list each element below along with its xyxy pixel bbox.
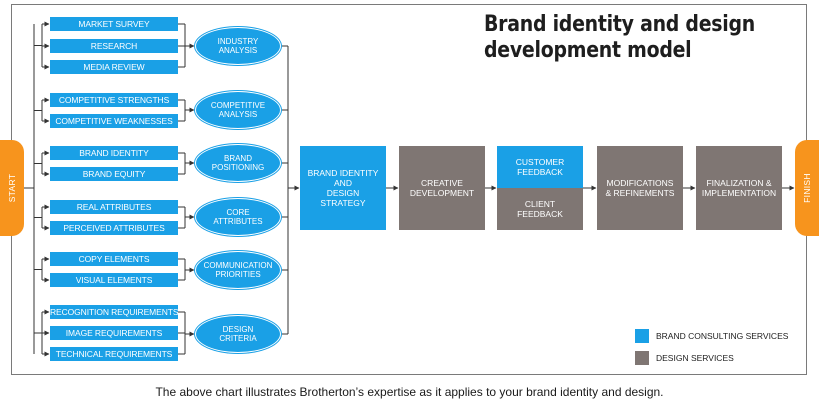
ellipse-core-attributes: CORE ATTRIBUTES xyxy=(195,198,281,236)
start-pill: START xyxy=(0,140,24,236)
caption: The above chart illustrates Brotherton’s… xyxy=(155,385,664,399)
input-box-image-requirements: IMAGE REQUIREMENTS xyxy=(50,326,178,340)
stage-customer-feedback: CUSTOMER FEEDBACK xyxy=(497,146,583,188)
ellipse-communication-priorities: COMMUNICATION PRIORITIES xyxy=(195,251,281,289)
input-box-real-attributes: REAL ATTRIBUTES xyxy=(50,200,178,214)
input-box-visual-elements: VISUAL ELEMENTS xyxy=(50,273,178,287)
input-box-brand-identity: BRAND IDENTITY xyxy=(50,146,178,160)
legend-swatch-design xyxy=(635,351,649,365)
ellipse-competitive-analysis: COMPETITIVE ANALYSIS xyxy=(195,91,281,129)
finish-label: FINISH xyxy=(802,173,812,203)
input-box-competitive-strengths: COMPETITIVE STRENGTHS xyxy=(50,93,178,107)
stage-finalization-implementation: FINALIZATION & IMPLEMENTATION xyxy=(696,146,782,230)
legend-label-consulting: BRAND CONSULTING SERVICES xyxy=(656,331,789,341)
legend-swatch-consulting xyxy=(635,329,649,343)
diagram-title-line-1: Brand identity and design xyxy=(484,12,756,37)
stage-modifications-refinements: MODIFICATIONS & REFINEMENTS xyxy=(597,146,683,230)
input-box-brand-equity: BRAND EQUITY xyxy=(50,167,178,181)
input-box-competitive-weaknesses: COMPETITIVE WEAKNESSES xyxy=(50,114,178,128)
stage-client-feedback: CLIENT FEEDBACK xyxy=(497,188,583,230)
input-box-recognition-requirements: RECOGNITION REQUIREMENTS xyxy=(50,305,178,319)
input-box-copy-elements: COPY ELEMENTS xyxy=(50,252,178,266)
finish-pill: FINISH xyxy=(795,140,819,236)
input-box-media-review: MEDIA REVIEW xyxy=(50,60,178,74)
legend-label-design: DESIGN SERVICES xyxy=(656,353,734,363)
input-box-technical-requirements: TECHNICAL REQUIREMENTS xyxy=(50,347,178,361)
diagram-title-line-2: development model xyxy=(484,38,692,63)
start-label: START xyxy=(7,173,17,203)
ellipse-industry-analysis: INDUSTRY ANALYSIS xyxy=(195,27,281,65)
input-box-perceived-attributes: PERCEIVED ATTRIBUTES xyxy=(50,221,178,235)
stage-creative-development: CREATIVE DEVELOPMENT xyxy=(399,146,485,230)
ellipse-brand-positioning: BRAND POSITIONING xyxy=(195,144,281,182)
ellipse-design-criteria: DESIGN CRITERIA xyxy=(195,315,281,353)
input-box-research: RESEARCH xyxy=(50,39,178,53)
stage-brand-identity-strategy: BRAND IDENTITY AND DESIGN STRATEGY xyxy=(300,146,386,230)
input-box-market-survey: MARKET SURVEY xyxy=(50,17,178,31)
